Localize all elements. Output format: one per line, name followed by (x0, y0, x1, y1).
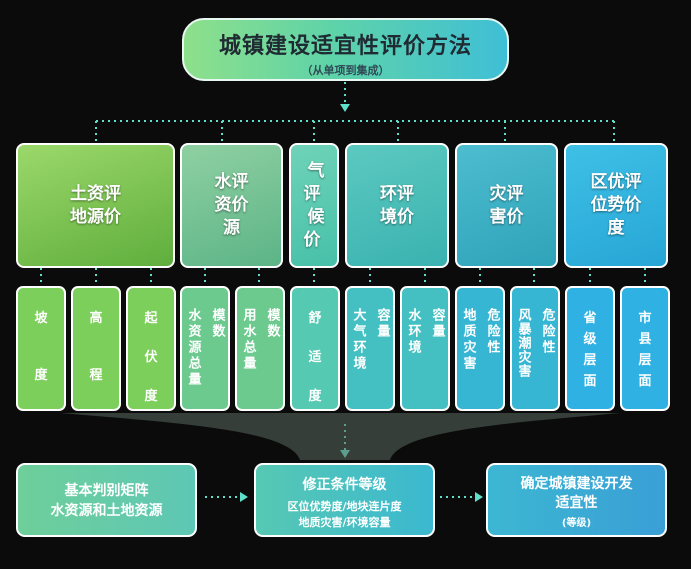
leaf-elevation: 高程 (71, 286, 121, 411)
category-label: 水评 (214, 172, 249, 192)
category-label: 境价 (380, 206, 414, 227)
result-line1: 确定城镇建设开发 (520, 476, 633, 492)
leaf-relief: 起伏度 (126, 286, 176, 411)
leaf-char: 伏 (144, 350, 158, 365)
leaf-air-capacity: 大气环境 容量 (345, 286, 395, 411)
leaf-text: 危险性 (539, 308, 555, 356)
leaf-text: 模数 (209, 308, 225, 340)
leaf-text: 水资源总量 (185, 308, 201, 388)
leaf-char: 县 (638, 332, 652, 347)
leaf-char: 面 (638, 374, 652, 389)
category-label: 气评 (303, 160, 325, 204)
leaf-char: 市 (638, 311, 652, 326)
leaf-char: 舒 (308, 311, 322, 326)
leaf-text: 水环境 (405, 308, 421, 356)
leaf-province-level: 省级层面 (565, 286, 615, 411)
leaf-char: 层 (638, 353, 652, 368)
leaf-text: 容量 (374, 308, 390, 340)
leaf-water-use-modulus: 用水总量 模数 (235, 286, 285, 411)
leaf-slope: 坡度 (16, 286, 66, 411)
basic-matrix-box: 基本判别矩阵 水资源和土地资源 (16, 463, 197, 537)
category-label: 灾评 (489, 183, 524, 204)
category-location: 区优评位势价度 (564, 143, 668, 268)
leaf-char: 适 (308, 350, 322, 365)
leaf-text: 模数 (264, 308, 280, 340)
category-environment: 环评境价 (345, 143, 449, 268)
leaf-char: 级 (583, 332, 597, 347)
category-label: 环评 (380, 183, 414, 204)
category-land: 土资评地源价 (16, 143, 175, 268)
leaf-text: 风暴潮灾害 (515, 308, 531, 378)
category-label: 位势价 (590, 195, 642, 215)
leaf-text: 大气环境 (350, 308, 366, 372)
category-label: 土资评 (70, 183, 121, 204)
category-label: 候价 (303, 206, 325, 250)
basic-matrix-line1: 基本判别矩阵 (64, 483, 149, 499)
leaf-char: 程 (89, 368, 103, 383)
category-water: 水评资价源 (180, 143, 283, 268)
leaf-char: 高 (89, 311, 103, 326)
category-disaster: 灾评害价 (455, 143, 558, 268)
title-box: 城镇建设适宜性评价方法 （从单项到集成） (182, 18, 509, 81)
category-label: 资价 (214, 195, 249, 215)
category-label: 地源价 (70, 206, 121, 227)
category-label: 区优评 (590, 172, 642, 192)
leaf-geo-hazard: 地质灾害 危险性 (455, 286, 505, 411)
leaf-city-county-level: 市县层面 (620, 286, 670, 411)
category-label: 源 (223, 218, 240, 238)
leaf-text: 地质灾害 (460, 308, 476, 372)
leaf-water-resource-modulus: 水资源总量 模数 (180, 286, 230, 411)
result-line2: 适宜性 (555, 495, 598, 511)
leaf-text: 危险性 (484, 308, 500, 356)
correction-box: 修正条件等级 区位优势度/地块连片度 地质灾害/环境容量 (254, 463, 435, 537)
leaf-water-env-capacity: 水环境 容量 (400, 286, 450, 411)
page-title: 城镇建设适宜性评价方法 (218, 34, 472, 59)
leaf-char: 层 (583, 353, 597, 368)
leaf-char: 起 (144, 311, 158, 326)
result-sub: (等级) (561, 518, 592, 529)
leaf-text: 用水总量 (240, 308, 256, 372)
leaf-char: 面 (583, 374, 597, 389)
leaf-char: 度 (308, 389, 322, 404)
leaf-char: 坡 (34, 311, 48, 326)
leaf-text: 容量 (429, 308, 445, 340)
basic-matrix-line2: 水资源和土地资源 (50, 503, 163, 519)
correction-line1: 区位优势度/地块连片度 (287, 500, 402, 513)
leaf-char: 省 (583, 311, 597, 326)
page-subtitle: （从单项到集成） (301, 64, 390, 77)
leaf-storm-hazard: 风暴潮灾害 危险性 (510, 286, 560, 411)
leaf-comfort: 舒适度 (290, 286, 340, 411)
category-climate: 气评候价 (289, 143, 339, 268)
category-label: 害价 (489, 206, 524, 227)
result-box: 确定城镇建设开发 适宜性 (等级) (486, 463, 667, 537)
correction-title: 修正条件等级 (302, 477, 387, 493)
correction-line2: 地质灾害/环境容量 (298, 516, 391, 529)
leaf-char: 度 (144, 389, 158, 404)
leaf-char: 度 (34, 368, 48, 383)
category-label: 度 (607, 218, 625, 238)
